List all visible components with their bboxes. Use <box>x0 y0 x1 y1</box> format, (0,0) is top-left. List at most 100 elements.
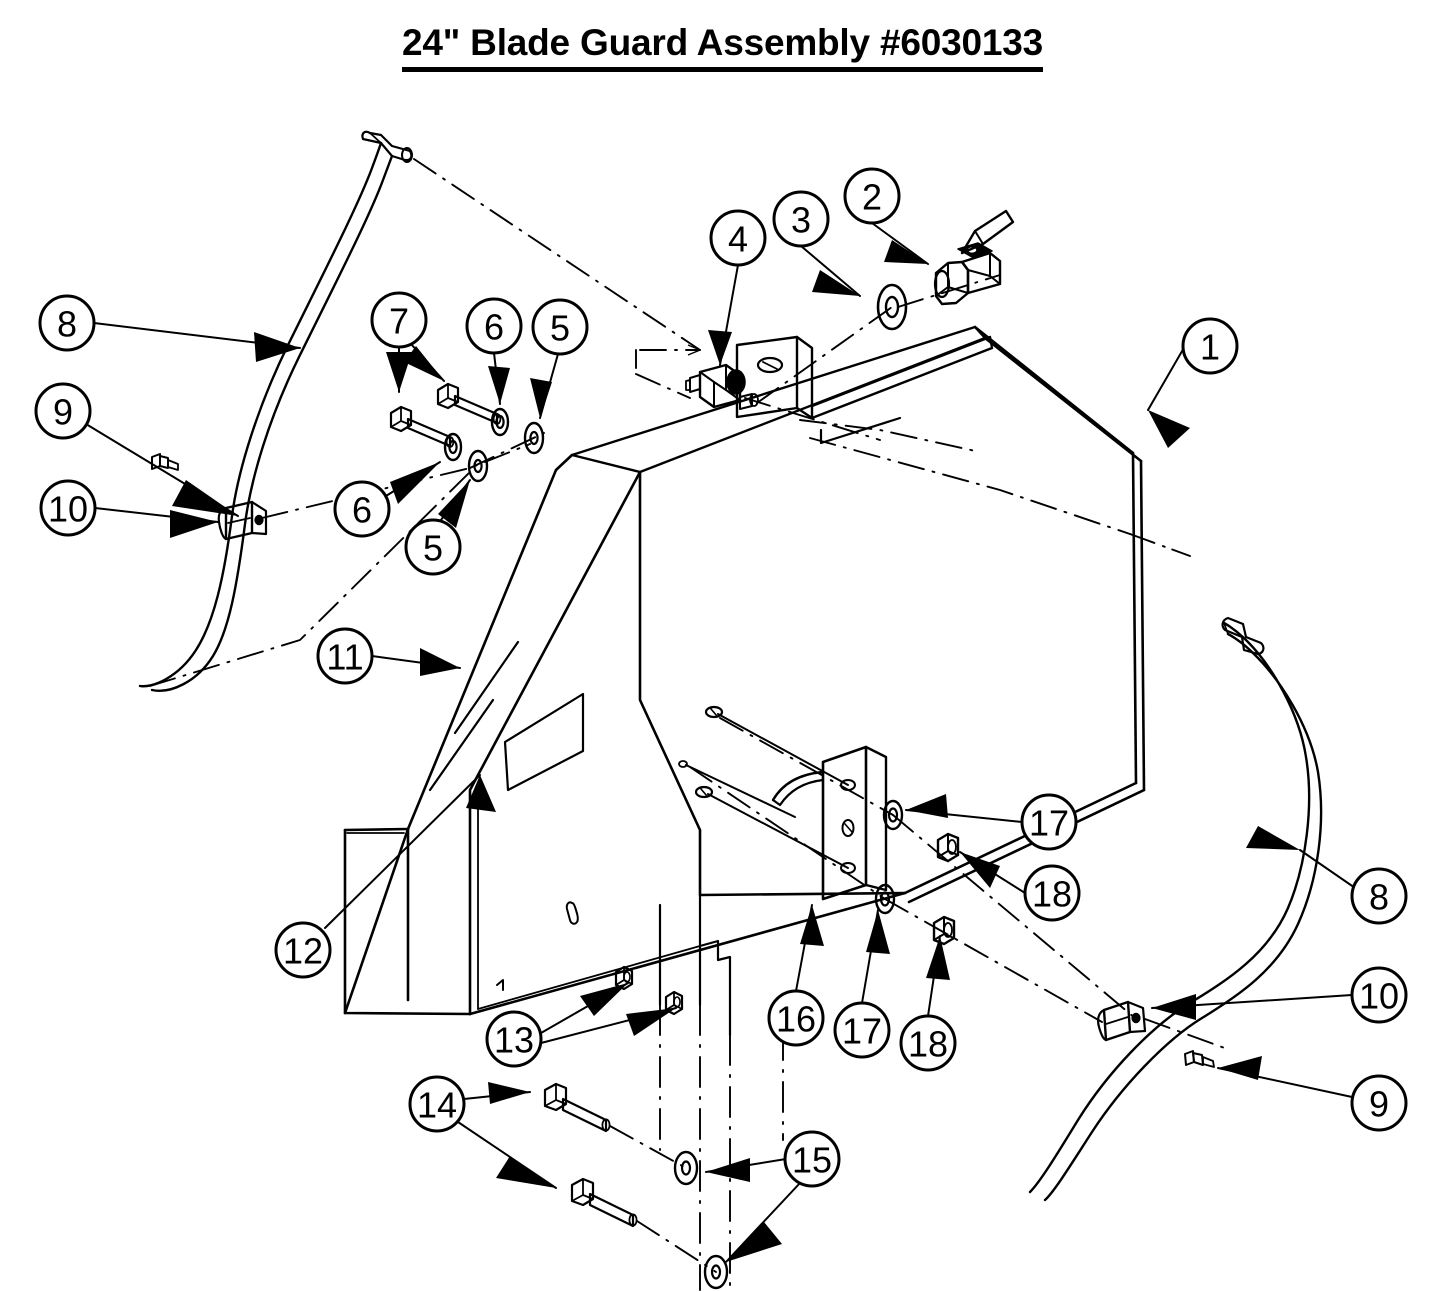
callout-circle <box>465 297 523 355</box>
flat-washer-item5 <box>467 421 545 483</box>
carriage-bolt-lower <box>678 760 849 869</box>
callout-circle <box>1023 864 1081 922</box>
callout-balloon-18[interactable]: 18 <box>1023 864 1081 922</box>
leader-arrowheads <box>170 240 1300 1262</box>
callout-circle <box>1020 793 1078 851</box>
callout-balloon-18[interactable]: 18 <box>899 1014 957 1072</box>
callout-circle <box>531 298 589 356</box>
lock-washer-item17 <box>874 799 904 915</box>
callout-balloon-9[interactable]: 9 <box>34 382 92 440</box>
lock-washer-item6 <box>443 407 510 462</box>
callout-circle <box>39 479 97 537</box>
callout-balloon-17[interactable]: 17 <box>1020 793 1078 851</box>
callout-circle <box>767 989 825 1047</box>
callout-circle <box>843 167 901 225</box>
callout-circle <box>899 1014 957 1072</box>
callout-circle <box>1350 966 1408 1024</box>
callout-number: 7 <box>389 301 409 342</box>
callout-balloon-3[interactable]: 3 <box>772 190 830 248</box>
callout-circle <box>709 209 767 267</box>
callout-balloon-8[interactable]: 8 <box>38 294 96 352</box>
callout-number: 2 <box>862 177 882 218</box>
callout-balloon-10[interactable]: 10 <box>1350 966 1408 1024</box>
ball-valve <box>933 209 1015 306</box>
callout-balloon-15[interactable]: 15 <box>783 1130 841 1188</box>
callout-number: 13 <box>494 1020 534 1061</box>
callout-circle <box>408 1075 466 1133</box>
callout-number: 9 <box>53 392 73 433</box>
page-title-text: 24" Blade Guard Assembly #6030133 <box>402 22 1043 72</box>
callout-circle <box>833 1001 891 1059</box>
shoulder-bolt-item14 <box>543 1082 638 1228</box>
clamp-screw-left <box>151 453 179 471</box>
callout-balloon-9[interactable]: 9 <box>1350 1074 1408 1132</box>
callout-circle <box>34 382 92 440</box>
callout-balloon-2[interactable]: 2 <box>843 167 901 225</box>
callout-number: 1 <box>1200 327 1220 368</box>
callout-number: 8 <box>57 304 77 345</box>
callout-number: 5 <box>550 308 570 349</box>
hex-nut-item13 <box>614 965 684 1016</box>
callout-number: 4 <box>728 219 748 260</box>
clamp-screw-right <box>1184 1050 1215 1068</box>
construction-lines <box>149 158 1231 1291</box>
flat-washer-item3 <box>876 283 908 331</box>
callout-balloon-1[interactable]: 1 <box>1181 317 1239 375</box>
callout-number: 8 <box>1369 877 1389 918</box>
hex-nut-item18 <box>932 832 960 946</box>
water-tube-left <box>138 130 413 692</box>
callout-circle <box>1350 1074 1408 1132</box>
callout-circle <box>1350 867 1408 925</box>
water-tube-right <box>1028 616 1323 1202</box>
callout-circle <box>333 480 391 538</box>
callout-balloon-17[interactable]: 17 <box>833 1001 891 1059</box>
callout-circle <box>316 627 374 685</box>
callout-circle <box>772 190 830 248</box>
callout-balloon-6[interactable]: 6 <box>333 480 391 538</box>
callout-balloon-4[interactable]: 4 <box>709 209 767 267</box>
callout-balloon-8[interactable]: 8 <box>1350 867 1408 925</box>
callout-number: 18 <box>1032 874 1072 915</box>
callout-circle <box>1181 317 1239 375</box>
callout-number: 12 <box>283 931 323 972</box>
callout-balloon-10[interactable]: 10 <box>39 479 97 537</box>
callout-balloon-5[interactable]: 5 <box>531 298 589 356</box>
callout-balloon-12[interactable]: 12 <box>274 921 332 979</box>
callout-balloon-5[interactable]: 5 <box>404 518 462 576</box>
callout-number: 6 <box>484 307 504 348</box>
callout-circle <box>38 294 96 352</box>
callout-number: 14 <box>417 1085 457 1126</box>
callout-balloon-7[interactable]: 7 <box>370 291 428 349</box>
callout-number: 18 <box>908 1024 948 1065</box>
callout-balloon-14[interactable]: 14 <box>408 1075 466 1133</box>
callout-circle <box>404 518 462 576</box>
callout-circle <box>485 1010 543 1068</box>
hex-bolt-item7 <box>389 382 502 448</box>
flat-washer-item15 <box>673 1150 729 1290</box>
callout-number: 9 <box>1369 1084 1389 1125</box>
callout-number: 5 <box>423 528 443 569</box>
mounting-bracket-plate <box>771 745 888 901</box>
callout-balloon-11[interactable]: 11 <box>316 627 374 685</box>
callout-balloon-13[interactable]: 13 <box>485 1010 543 1068</box>
callout-balloon-16[interactable]: 16 <box>767 989 825 1047</box>
callout-number: 10 <box>1359 976 1399 1017</box>
callout-circle <box>783 1130 841 1188</box>
callout-number: 6 <box>352 490 372 531</box>
hose-fitting-block <box>685 363 759 410</box>
callout-number: 15 <box>792 1140 832 1181</box>
callout-balloon-6[interactable]: 6 <box>465 297 523 355</box>
blade-guard-shell <box>343 325 1146 1037</box>
callout-number: 16 <box>776 999 816 1040</box>
callout-circle <box>274 921 332 979</box>
callout-circle <box>370 291 428 349</box>
callout-number: 17 <box>842 1011 882 1052</box>
leader-lines <box>85 222 1359 1263</box>
callout-number: 3 <box>791 200 811 241</box>
callout-number: 11 <box>326 637 363 678</box>
callout-number: 17 <box>1029 803 1069 844</box>
page-title: 24" Blade Guard Assembly #6030133 <box>0 22 1445 72</box>
